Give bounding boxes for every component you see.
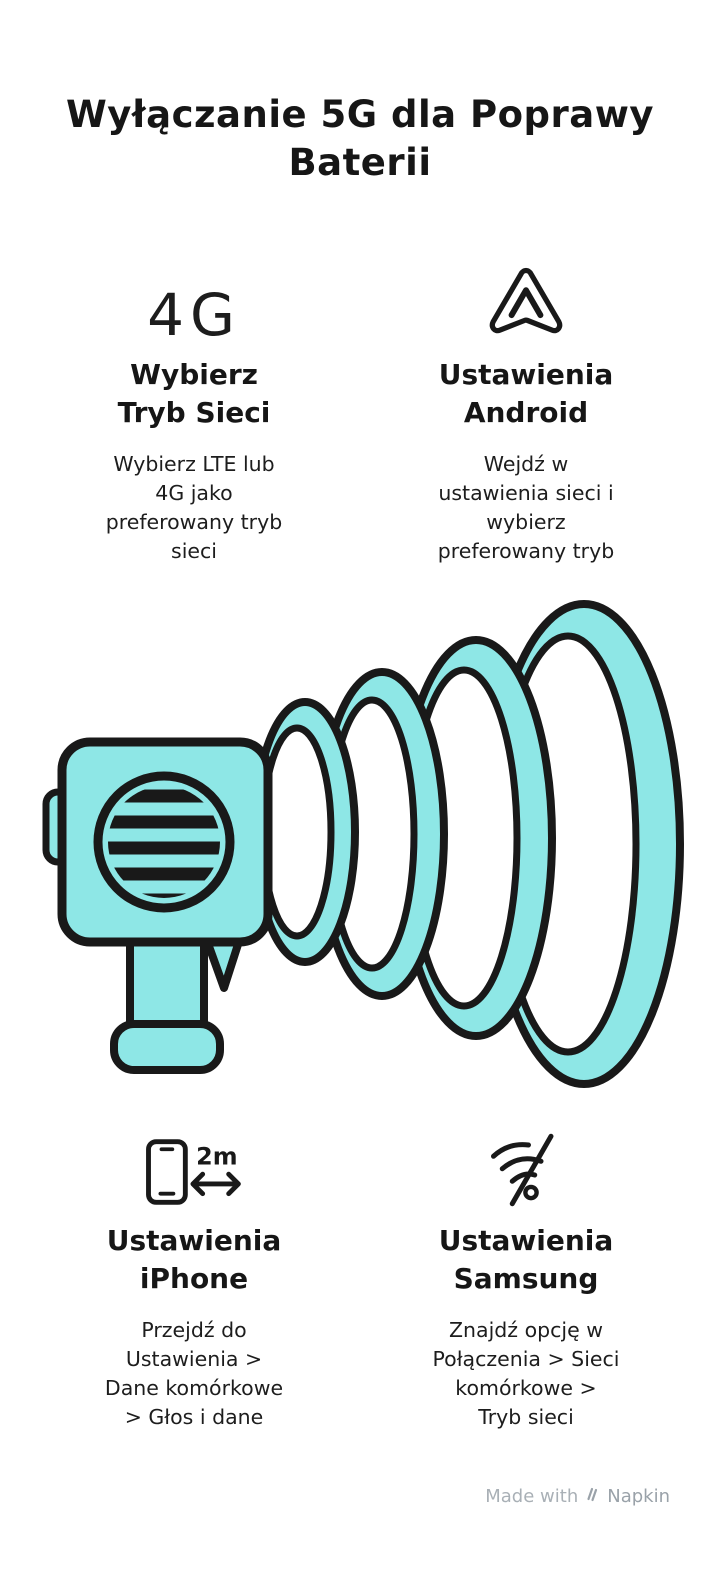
feature-heading: Ustawienia Samsung: [438, 1224, 614, 1295]
watermark-brand: Napkin: [607, 1486, 670, 1507]
napkin-logo-icon: [585, 1486, 600, 1507]
phone-distance-icon: 2m: [40, 1116, 348, 1210]
feature-body: Przejdź do Ustawienia > Dane komórkowe >…: [104, 1317, 284, 1429]
distance-label: 2m: [196, 1142, 237, 1170]
page-title: Wyłączanie 5G dla Poprawy Baterii: [65, 92, 655, 184]
feature-samsung: Ustawienia Samsung Znajdź opcję w Połącz…: [372, 1116, 680, 1432]
4g-icon-text: 4G: [147, 281, 241, 349]
features-bottom-row: 2m Ustawienia iPhone Przejdź do Ustawien…: [40, 1116, 680, 1432]
features-top-row: 4G Wybierz Tryb Sieci Wybierz LTE lub 4G…: [40, 250, 680, 566]
watermark: Made with Napkin: [485, 1486, 670, 1507]
wifi-off-icon: [372, 1116, 680, 1210]
feature-android: Ustawienia Android Wejdź w ustawienia si…: [372, 250, 680, 566]
4g-icon: 4G: [40, 250, 348, 344]
feature-network-mode: 4G Wybierz Tryb Sieci Wybierz LTE lub 4G…: [40, 250, 348, 566]
feature-body: Wejdź w ustawienia sieci i wybierz prefe…: [437, 451, 615, 563]
feature-heading: Wybierz Tryb Sieci: [117, 358, 271, 429]
feature-body: Znajdź opcję w Połączenia > Sieci komórk…: [432, 1317, 620, 1429]
feature-iphone: 2m Ustawienia iPhone Przejdź do Ustawien…: [40, 1116, 348, 1432]
megaphone-spiral-illustration: [28, 596, 692, 1116]
android-auto-icon: [372, 250, 680, 344]
watermark-prefix: Made with: [485, 1486, 579, 1507]
feature-heading: Ustawienia Android: [438, 358, 614, 429]
feature-heading: Ustawienia iPhone: [106, 1224, 282, 1295]
feature-body: Wybierz LTE lub 4G jako preferowany tryb…: [105, 451, 283, 563]
